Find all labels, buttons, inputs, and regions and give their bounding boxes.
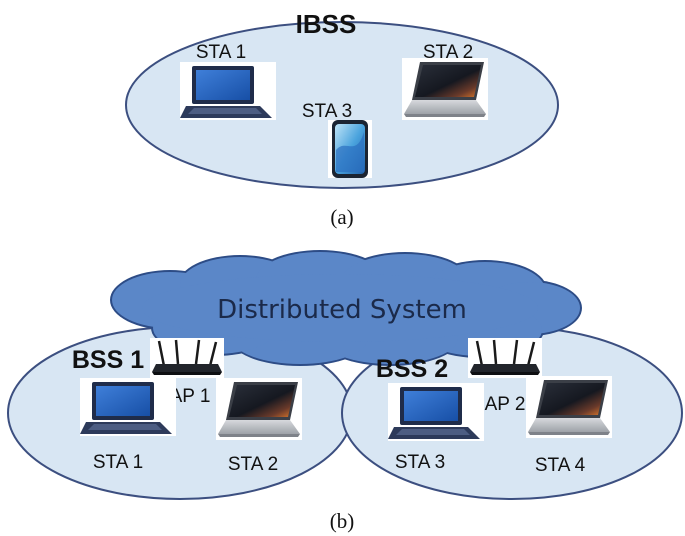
sta1-label-a: STA 1 [196,42,246,63]
sta2-label-a: STA 2 [423,42,473,63]
laptop-blue-icon [80,378,176,436]
bss1-title: BSS 1 [72,346,144,374]
bss1-sta1-label: STA 1 [93,452,143,473]
caption-b: (b) [330,509,355,533]
panel-b: Distributed System BSS 1 AP 1 STA 1 STA … [7,250,683,533]
laptop-silver-icon [526,376,612,438]
router-icon [466,336,544,380]
laptop-blue-icon [180,62,276,120]
laptop-silver-icon [216,378,302,440]
distributed-system-label: Distributed System [217,295,467,325]
ibss-title: IBSS [296,9,357,39]
laptop-silver-icon [402,58,488,120]
panel-a: IBSS STA 1 STA 2 STA 3 (a) [125,9,559,229]
ap1-label: AP 1 [170,386,211,407]
sta3-label-a: STA 3 [302,101,352,122]
ap2-label: AP 2 [485,394,526,415]
bss1-sta2-label: STA 2 [228,454,278,475]
bss2-sta3-label: STA 3 [395,452,445,473]
laptop-blue-icon [388,383,484,441]
bss2-title: BSS 2 [376,355,448,383]
router-icon [148,336,226,380]
smartphone-icon [328,120,372,178]
caption-a: (a) [330,205,353,229]
bss2-sta4-label: STA 4 [535,455,586,476]
